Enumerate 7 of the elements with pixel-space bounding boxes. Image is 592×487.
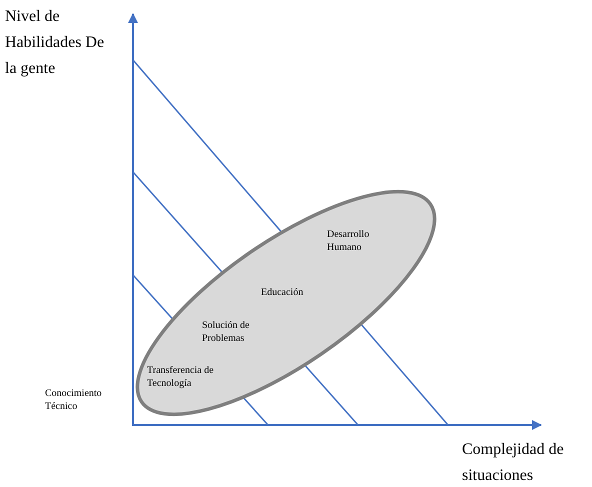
region-label: Educación bbox=[261, 286, 304, 299]
region-label: Desarrollo Humano bbox=[327, 228, 370, 254]
region-label: Transferencia de Tecnología bbox=[147, 364, 215, 390]
y-axis-title: Nivel de Habilidades De la gente bbox=[5, 7, 106, 79]
region-label: Solución de Problemas bbox=[202, 319, 250, 345]
x-axis-title: Complejidad de situaciones bbox=[462, 440, 565, 486]
axis-note: Conocimiento Técnico bbox=[45, 387, 103, 413]
